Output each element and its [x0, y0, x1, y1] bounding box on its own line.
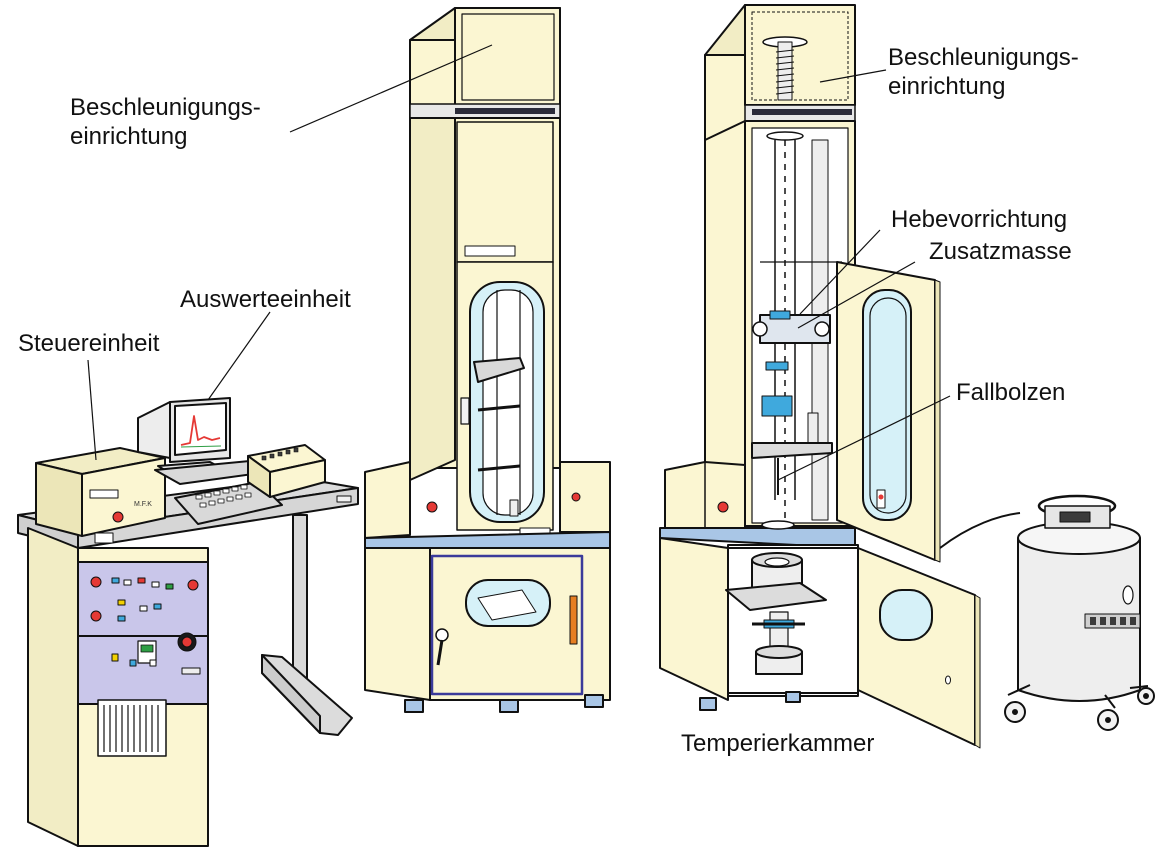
label-temperature-chamber: Temperierkammer: [681, 730, 875, 757]
drop-tower-middle: [364, 7, 611, 713]
leader-lines: [87, 44, 951, 481]
label-accel-right-line1: Beschleunigungs-: [888, 44, 1079, 71]
svg-text:M.F.K: M.F.K: [134, 501, 152, 508]
label-drop-bolt: Fallbolzen: [956, 379, 1066, 406]
label-accel-left-line2: einrichtung: [70, 123, 188, 150]
label-additional-mass: Zusatzmasse: [929, 238, 1072, 265]
label-control-unit: Steuereinheit: [18, 330, 160, 357]
label-accel-right-line2: einrichtung: [888, 73, 1006, 100]
label-lifting-device: Hebevorrichtung: [891, 206, 1068, 233]
label-accel-left-line1: Beschleunigungs-: [70, 94, 261, 121]
nitrogen-dewar: [939, 494, 1155, 731]
evaluation-device: [247, 444, 326, 498]
drop-tower-right: [659, 4, 981, 749]
control-cabinet: [27, 527, 209, 847]
label-evaluation-unit: Auswerteeinheit: [180, 286, 351, 313]
